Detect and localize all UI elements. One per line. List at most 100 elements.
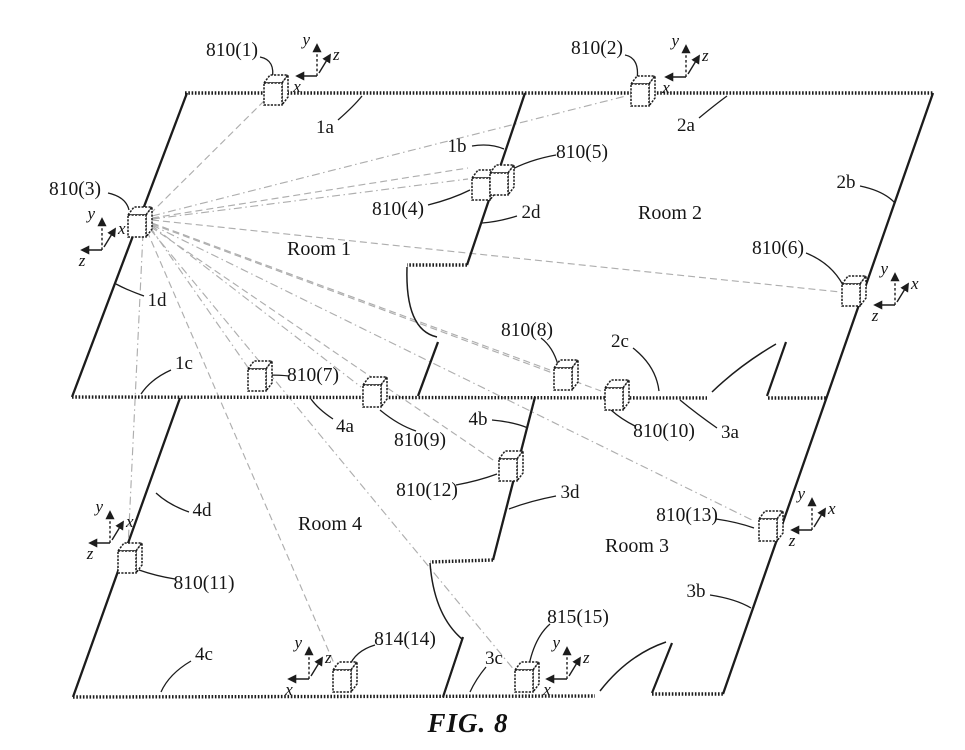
device-cube-front: [630, 83, 650, 107]
device-leader-line: [455, 473, 498, 486]
wall-label-text: 3d: [561, 482, 581, 503]
signal-ray: [151, 222, 551, 371]
wall-leader-line: [679, 399, 718, 429]
axis-label-y: y: [550, 633, 560, 652]
wall-label-2a: 2a: [677, 95, 728, 136]
axis-label-left: z: [86, 544, 94, 563]
axis-label-y: y: [85, 204, 95, 223]
axis-label-y: y: [292, 633, 302, 652]
wall-label-text: 2c: [611, 331, 629, 352]
axis-label-diag: z: [582, 648, 590, 667]
signal-ray: [151, 178, 469, 220]
device-810(9): 810(9): [361, 374, 446, 451]
device-810(2): 810(2)yzx: [571, 31, 709, 109]
wall-label-text: 1d: [148, 290, 168, 311]
device-leader-line: [610, 409, 636, 427]
axis-diag-arrow: [568, 656, 581, 677]
device-cube-front: [489, 172, 509, 196]
axis-label-diag: x: [910, 274, 919, 293]
wall-label-4c: 4c: [160, 644, 213, 693]
axis-diag-arrow: [813, 507, 826, 528]
device-810(8): 810(8): [501, 320, 580, 393]
wall-label-2d: 2d: [481, 202, 542, 224]
wall-solid: [721, 92, 935, 695]
device-label: 815(15): [547, 607, 609, 628]
axis-diag-arrow: [111, 520, 124, 541]
wall-solid: [416, 341, 440, 397]
wall-label-3c: 3c: [469, 648, 503, 693]
wall-leader-line: [491, 419, 529, 429]
device-cube-front: [247, 368, 267, 392]
device-label: 810(2): [571, 38, 623, 59]
wall-leader-line: [115, 283, 145, 297]
device-label: 810(3): [49, 179, 101, 200]
device-cube-front: [498, 458, 518, 482]
device-814(14): 814(14)yzx: [284, 629, 436, 699]
wall-leader-line: [160, 660, 192, 693]
device-label: 814(14): [374, 629, 436, 650]
signal-ray: [150, 224, 362, 388]
wall-label-1d: 1d: [115, 283, 168, 311]
signal-ray: [127, 232, 144, 549]
axis-label-diag: x: [117, 219, 126, 238]
device-810(1): 810(1)yzx: [206, 30, 340, 108]
wall-dotted: [71, 395, 708, 400]
device-label: 810(8): [501, 320, 553, 341]
wall-leader-line: [859, 185, 896, 204]
axis-label-y: y: [300, 30, 310, 49]
wall-leader-line: [310, 398, 334, 420]
wall-label-text: 4b: [469, 409, 488, 430]
wall-solid: [70, 92, 189, 398]
wall-label-2c: 2c: [611, 331, 660, 392]
device-label: 810(11): [173, 573, 234, 594]
room-label-1: Room 1: [287, 238, 351, 260]
wall-leader-line: [337, 95, 363, 121]
room-label-3: Room 3: [605, 535, 669, 557]
device-810(5): 810(5): [488, 142, 608, 198]
device-810(4): 810(4): [372, 167, 498, 220]
device-label: 810(10): [633, 421, 695, 442]
signal-ray: [151, 223, 602, 392]
wall-label-3d: 3d: [508, 482, 581, 510]
device-810(13): 810(13)yxz: [656, 484, 836, 550]
axis-label-left: x: [292, 77, 301, 96]
device-cube-front: [471, 177, 491, 201]
wall-leader-line: [140, 369, 172, 395]
door-swing-arc: [429, 562, 463, 640]
device-cube-front: [263, 82, 283, 106]
device-leader-line: [540, 337, 559, 366]
wall-label-text: 1c: [175, 353, 193, 374]
wall-label-text: 2a: [677, 115, 696, 136]
axis-label-left: x: [661, 78, 670, 97]
device-leader-line: [427, 189, 471, 206]
wall-leader-line: [632, 347, 660, 392]
device-label: 810(4): [372, 199, 424, 220]
axis-label-left: z: [871, 306, 879, 325]
device-810(6): 810(6)yxz: [752, 238, 919, 325]
signal-ray: [151, 224, 755, 522]
wall-label-text: 2d: [522, 202, 542, 223]
wall-label-text: 4a: [336, 416, 355, 437]
wall-dotted: [429, 558, 494, 564]
axis-label-left: x: [284, 680, 293, 699]
device-leader-line: [138, 569, 176, 580]
device-cube-front: [758, 518, 778, 542]
axis-label-y: y: [669, 31, 679, 50]
wall-label-4b: 4b: [469, 409, 529, 430]
wall-leader-line: [481, 215, 518, 224]
wall-label-text: 3a: [721, 422, 740, 443]
signal-ray: [146, 230, 337, 669]
wall-label-1a: 1a: [316, 95, 363, 138]
device-810(7): 810(7): [246, 358, 339, 394]
wall-label-text: 4d: [193, 500, 213, 521]
wall-label-text: 4c: [195, 644, 213, 665]
wall-leader-line: [155, 492, 190, 513]
room-label-2: Room 2: [638, 202, 702, 224]
wall-leader-line: [469, 666, 487, 693]
wall-label-3a: 3a: [679, 399, 740, 443]
device-810(11): 810(11)yxz: [86, 497, 235, 594]
axis-label-diag: z: [332, 45, 340, 64]
axis-label-y: y: [795, 484, 805, 503]
signal-ray: [151, 95, 627, 217]
